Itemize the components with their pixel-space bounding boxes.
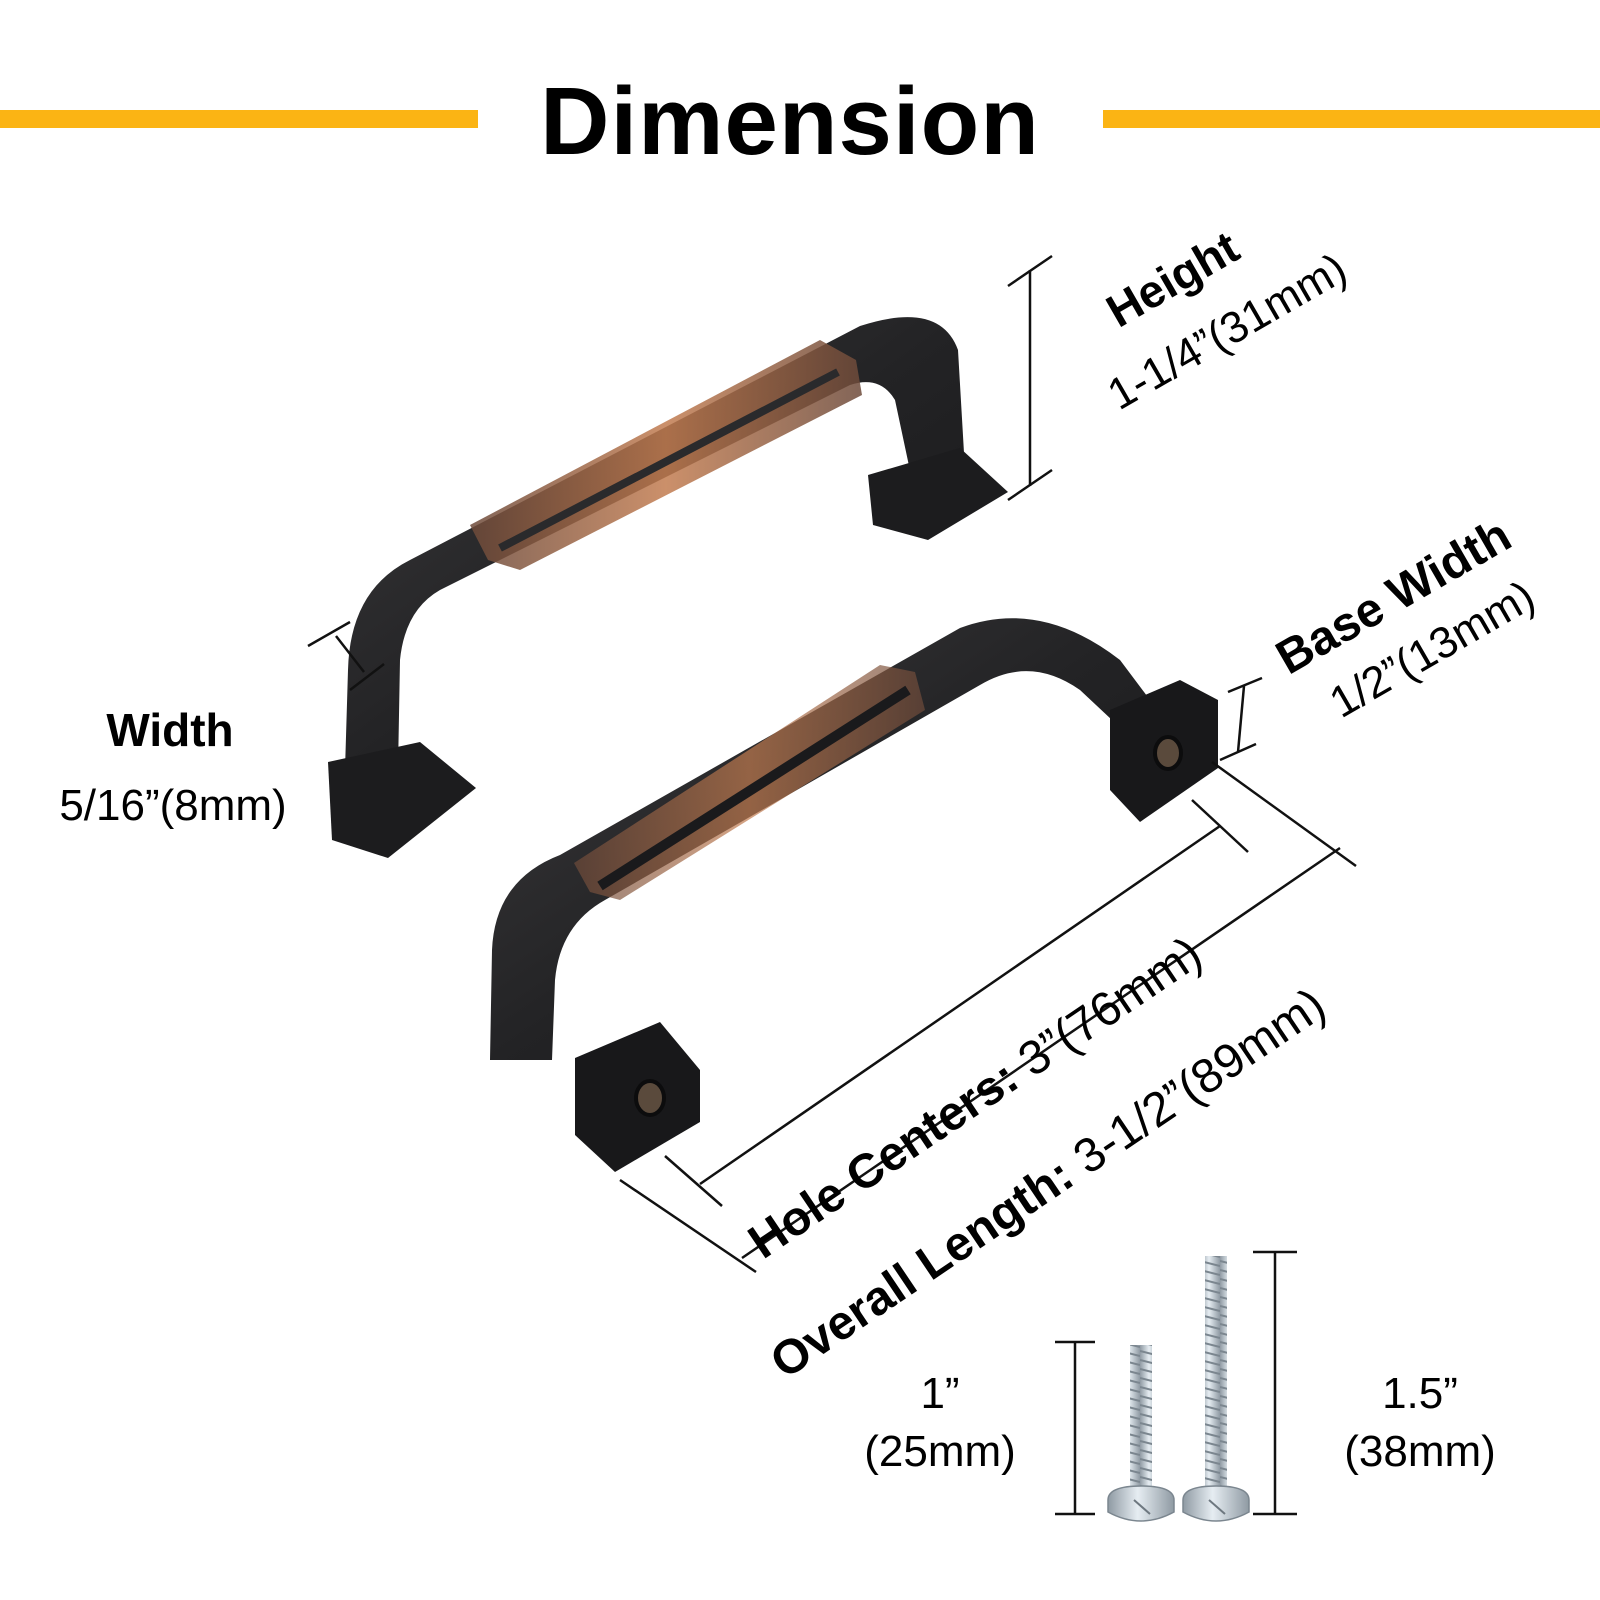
dim-line-overall-length: [619, 760, 1357, 1274]
accent-bar-left: [0, 110, 478, 128]
screw-short-length: 1”: [920, 1369, 960, 1418]
handle-bottom-body: [490, 618, 1150, 1060]
handle-top-body: [345, 317, 965, 770]
dim-line-hole-centers: [664, 799, 1249, 1207]
handle-bottom-hole-left: [634, 1079, 666, 1117]
screw-short: [1107, 1345, 1175, 1522]
dim-line-width: [307, 620, 385, 691]
accent-bar-right: [1103, 110, 1600, 128]
handle-bottom: [490, 618, 1218, 1172]
handle-top-grip-ridge: [498, 368, 840, 552]
page-title: Dimension: [540, 68, 1040, 175]
screw-long-metric: (38mm): [1344, 1427, 1496, 1476]
handle-top-base-right: [868, 448, 1008, 540]
screw-long-length: 1.5”: [1382, 1369, 1458, 1418]
screw-short-metric: (25mm): [864, 1427, 1016, 1476]
screw-long: [1182, 1256, 1250, 1522]
width-label: Width: [106, 704, 234, 756]
handle-bottom-hole-right: [1153, 735, 1183, 771]
handle-top: [328, 317, 1008, 858]
dim-line-screw-long: [1253, 1250, 1297, 1516]
dim-line-height: [1007, 254, 1053, 502]
dim-line-screw-short: [1055, 1340, 1095, 1516]
width-value: 5/16”(8mm): [59, 781, 287, 830]
handle-bottom-grip-ridge: [597, 685, 911, 891]
dim-line-base-width: [1219, 676, 1263, 762]
handle-top-base-left: [328, 742, 476, 858]
